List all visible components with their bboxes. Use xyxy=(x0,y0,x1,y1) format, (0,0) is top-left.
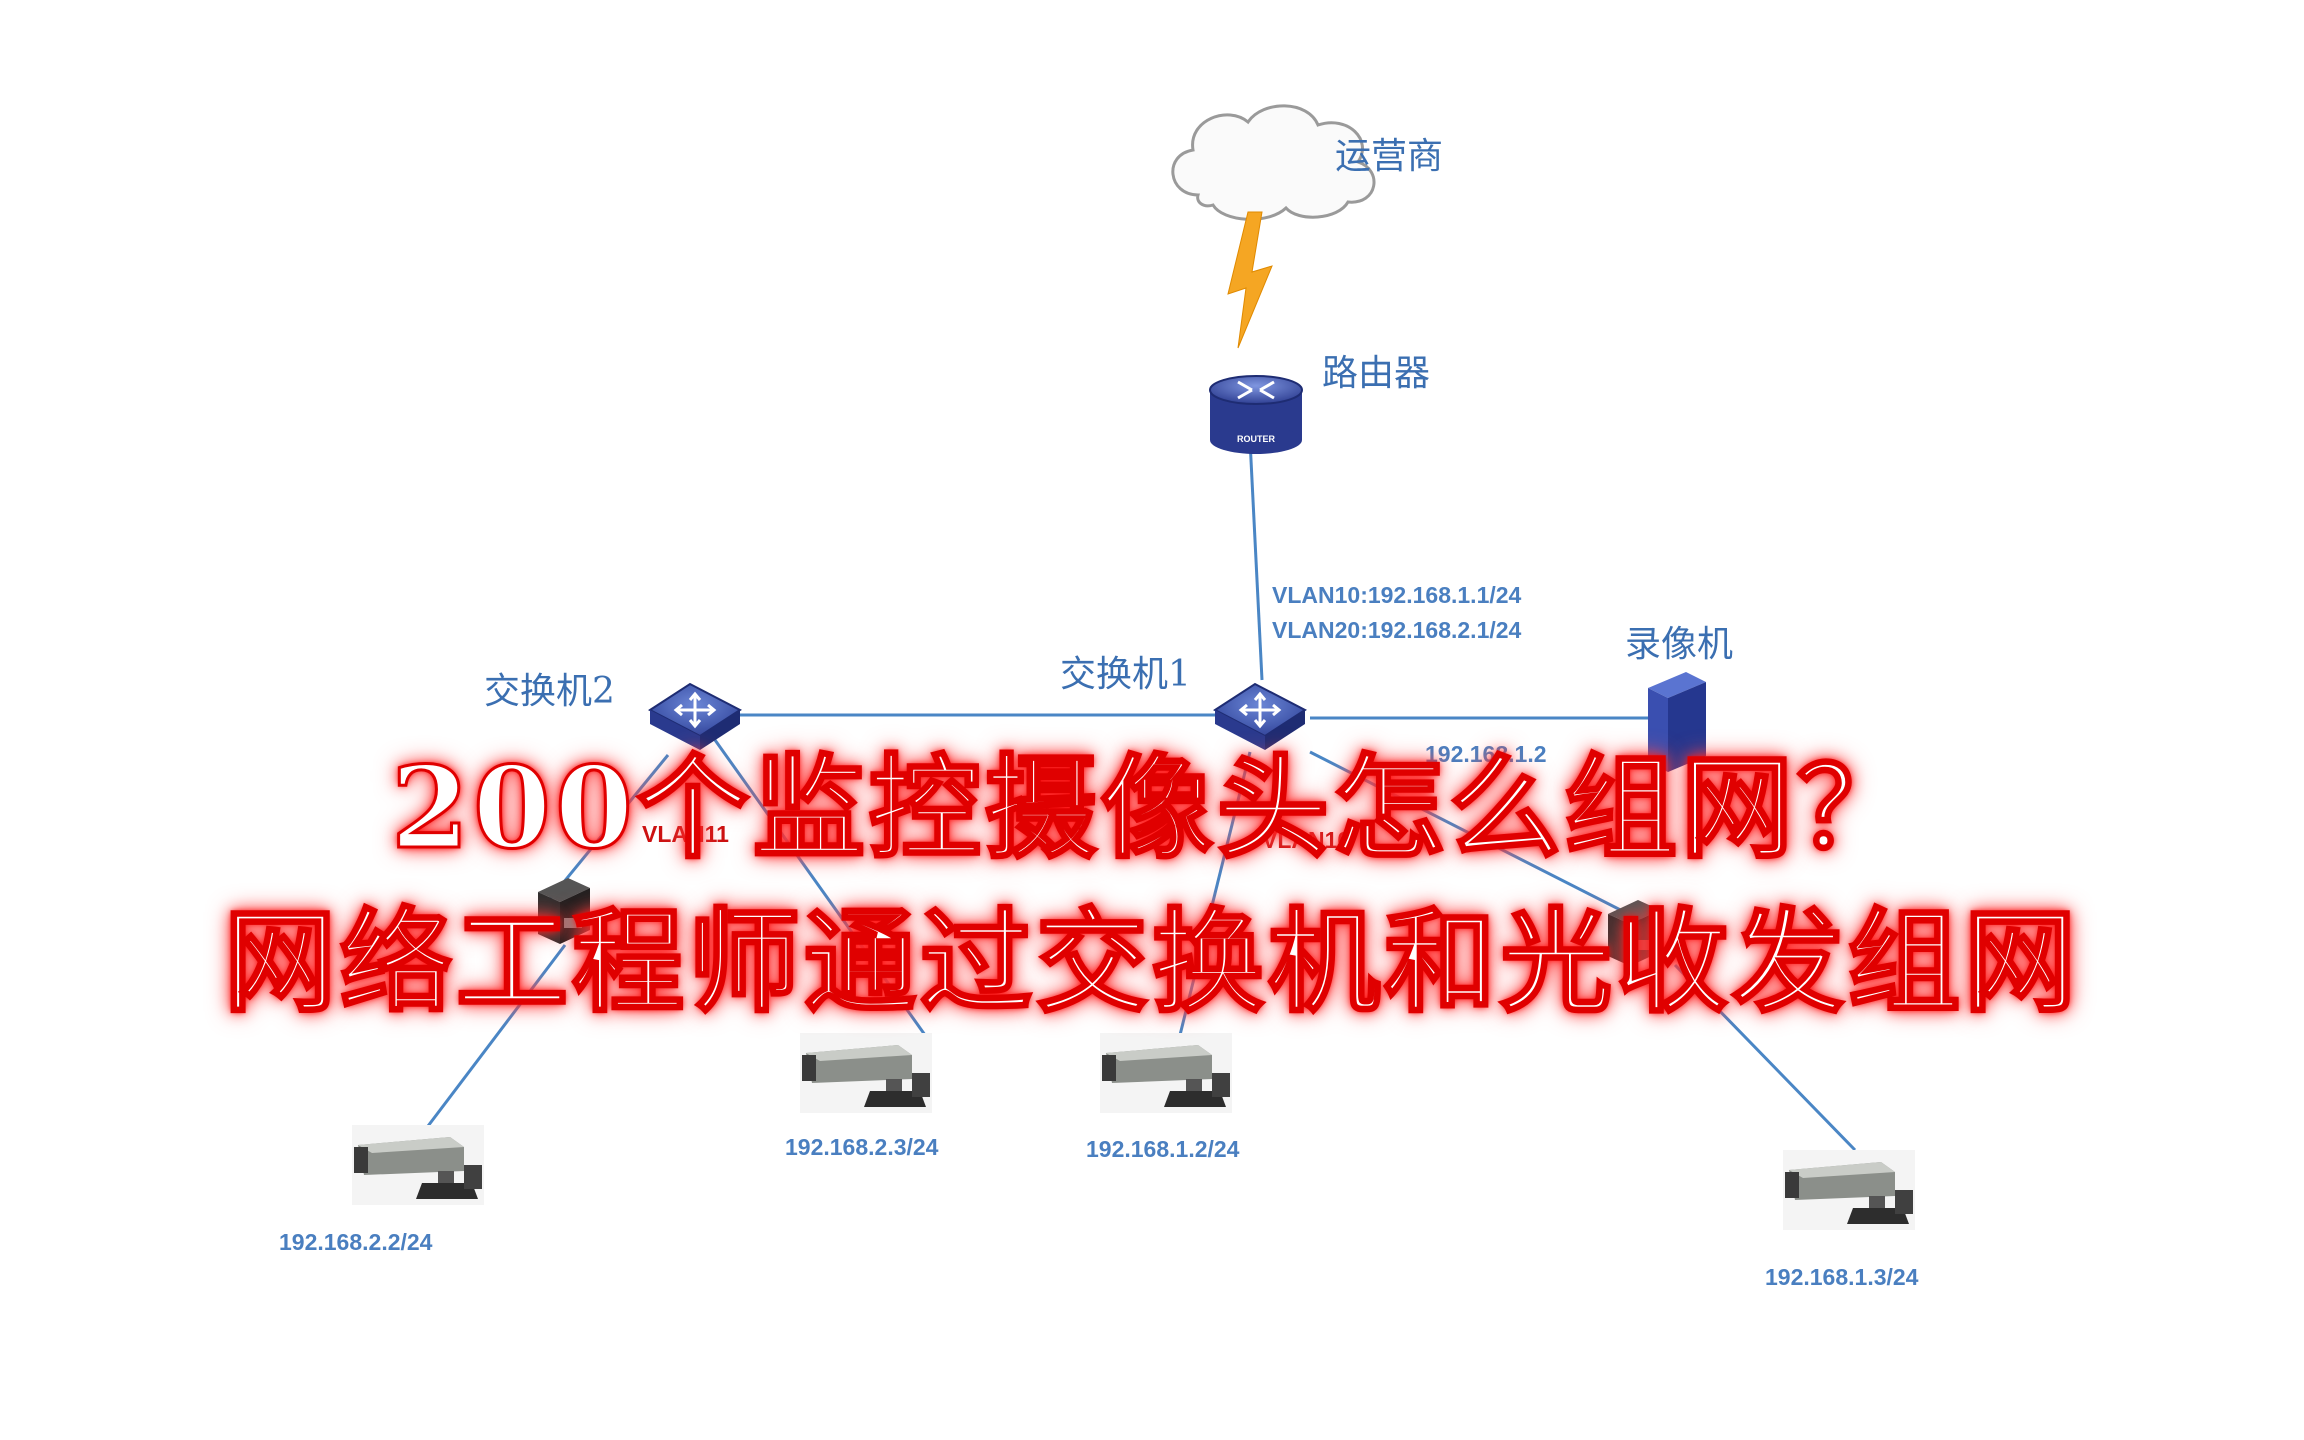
headline-overlay-line-1: 200个监控摄像头怎么组网？ xyxy=(390,742,1913,876)
camera-ip-1: 192.168.2.2/24 xyxy=(279,1229,433,1255)
link-core-switch-transceiver xyxy=(1309,750,1651,927)
camera-ip-3: 192.168.1.2/24 xyxy=(1086,1136,1240,1162)
router-badge: ROUTER xyxy=(1237,434,1276,444)
core-vlan10-ip: VLAN10:192.168.1.1/24 xyxy=(1272,582,1522,608)
access-switch-icon xyxy=(648,682,742,750)
link-router-core-switch xyxy=(1248,439,1264,681)
camera-icon-2 xyxy=(800,1033,932,1113)
router-icon: ROUTER xyxy=(1209,375,1303,454)
link-transceiver-camera-4 xyxy=(1673,963,1857,1152)
camera-ip-2: 192.168.2.3/24 xyxy=(785,1134,939,1160)
camera-icon-1 xyxy=(352,1125,484,1205)
core-vlan20-ip: VLAN20:192.168.2.1/24 xyxy=(1272,617,1522,643)
vlan-tag-right: VLAN10 xyxy=(1262,827,1350,853)
isp-cloud-icon xyxy=(1171,104,1376,221)
router-label: 路由器 xyxy=(1322,353,1430,394)
camera-icon-4 xyxy=(1783,1150,1915,1230)
nvr-label: 录像机 xyxy=(1625,624,1733,665)
link-core-switch-camera-3 xyxy=(1178,751,1252,1036)
vlan-tag-left: VLAN11 xyxy=(642,821,729,847)
camera-icon-3 xyxy=(1100,1033,1232,1113)
headline-overlay-line-2: 网络工程师通过交换机和光收发组网 xyxy=(223,896,2080,1030)
lightning-link-icon xyxy=(1227,211,1273,349)
access-switch-label: 交换机2 xyxy=(484,671,615,712)
isp-label: 运营商 xyxy=(1335,136,1443,177)
fiber-transceiver-icon-left xyxy=(538,878,590,944)
core-switch-icon xyxy=(1213,682,1307,750)
core-switch-label: 交换机1 xyxy=(1060,654,1191,695)
fiber-transceiver-icon-right xyxy=(1608,900,1660,966)
camera-ip-4: 192.168.1.3/24 xyxy=(1765,1264,1919,1290)
nvr-icon xyxy=(1648,672,1706,772)
nvr-ip: 192.168.1.2 xyxy=(1425,741,1547,767)
link-access-switch-camera-2 xyxy=(713,739,927,1036)
link-transceiver-camera-1 xyxy=(423,944,567,1131)
links xyxy=(423,439,1857,1152)
